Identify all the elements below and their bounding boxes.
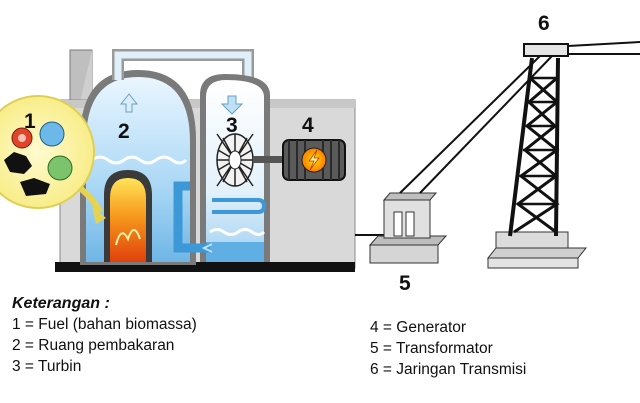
label-transmission: 6 [538, 12, 550, 35]
shaft [253, 156, 283, 163]
label-transformer: 5 [399, 272, 411, 295]
steam-pipe [112, 49, 254, 80]
legend-item-fuel: 1 = Fuel (bahan biomassa) [12, 316, 197, 333]
water-return-pipe [173, 181, 213, 253]
combustion-chamber [80, 70, 196, 265]
legend-right: 4 = Generator 5 = Transformator 6 = Jari… [370, 317, 526, 380]
turbine-rotor [216, 133, 254, 187]
label-combustion: 2 [118, 120, 130, 143]
legend-item-turbine: 3 = Turbin [12, 358, 82, 375]
label-generator: 4 [302, 114, 314, 137]
label-turbine: 3 [226, 114, 238, 137]
transmission-line-2 [419, 55, 553, 194]
legend-item-transmission: 6 = Jaringan Transmisi [370, 361, 527, 378]
transmission-tower [486, 41, 640, 269]
transmission-line-1 [399, 55, 541, 194]
legend-item-transformer: 5 = Transformator [370, 340, 493, 357]
label-fuel: 1 [24, 110, 36, 133]
transformer [368, 192, 448, 264]
legend-item-combustion: 2 = Ruang pembakaran [12, 337, 175, 354]
legend-item-generator: 4 = Generator [370, 319, 467, 336]
legend-title: Keterangan : [12, 295, 110, 312]
power-plant-diagram: 1 2 3 4 5 6 [0, 12, 640, 295]
legend-left: Keterangan : 1 = Fuel (bahan biomassa) 2… [12, 293, 197, 377]
generator [282, 139, 346, 181]
fuel-bubble [0, 95, 106, 224]
